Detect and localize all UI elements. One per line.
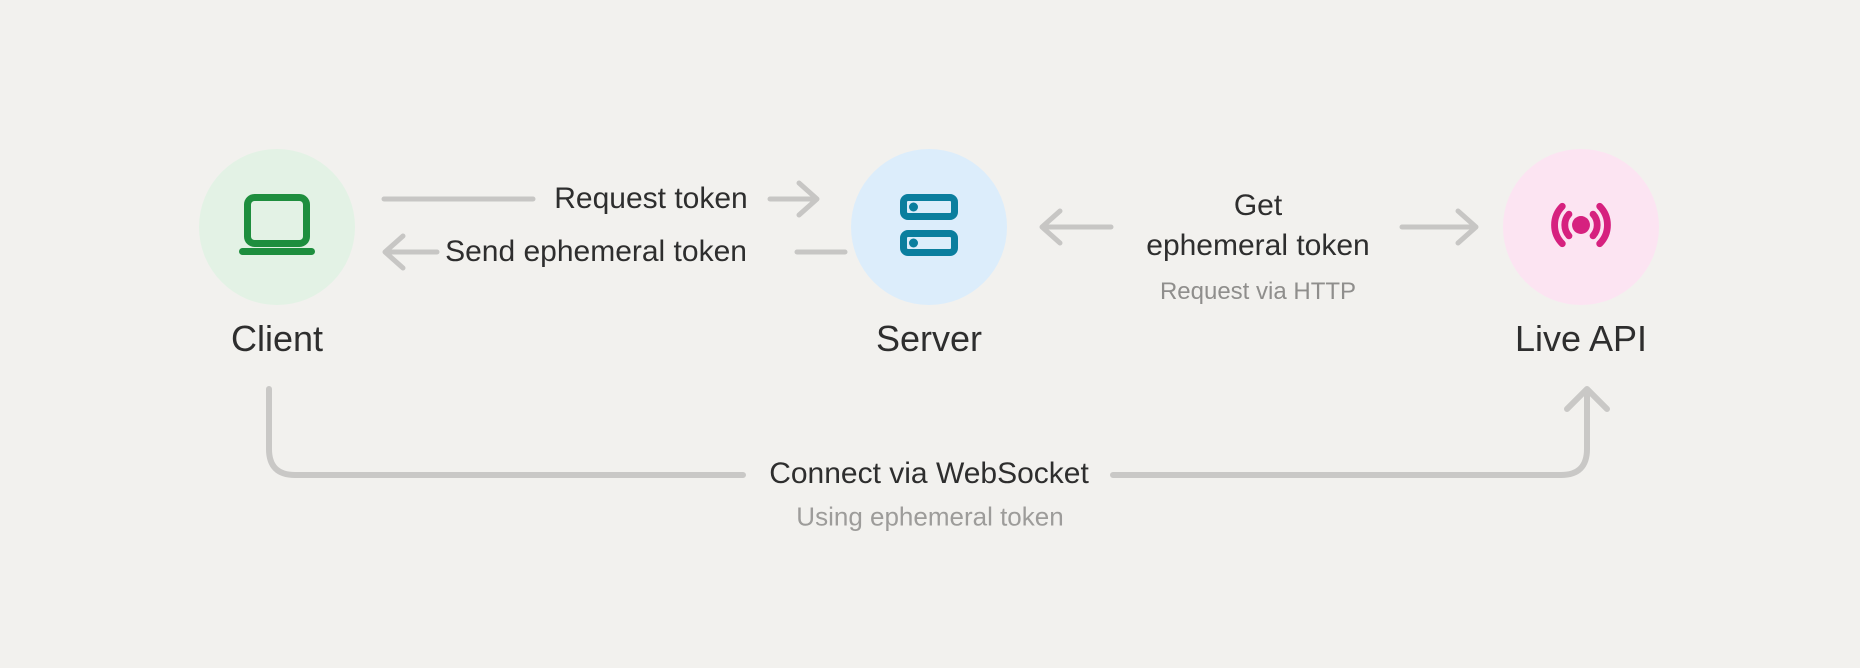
- client-node-label: Client: [230, 318, 324, 359]
- get-ephemeral-token-line2: ephemeral token: [1146, 229, 1370, 262]
- connect-websocket-edge-label: Connect via WebSocket: [769, 457, 1089, 490]
- send-ephemeral-token-edge-label: Send ephemeral token: [445, 235, 747, 268]
- websocket-connector: [266, 386, 1610, 478]
- using-ephemeral-token-sublabel: Using ephemeral token: [796, 501, 1064, 532]
- server-node-circle: [851, 149, 1007, 305]
- get-ephemeral-token-arrow-to-server: [1039, 208, 1114, 246]
- laptop-icon: [239, 193, 315, 261]
- get-ephemeral-token-line1: Get: [1233, 189, 1283, 222]
- broadcast-icon: [1540, 197, 1622, 258]
- client-node-circle: [199, 149, 355, 305]
- request-via-http-sublabel: Request via HTTP: [1159, 278, 1357, 305]
- request-token-edge-label: Request token: [554, 182, 748, 215]
- live-api-node-label: Live API: [1514, 318, 1648, 359]
- server-icon: [900, 193, 958, 261]
- websocket-arrowhead: [1564, 386, 1610, 412]
- request-token-arrow: [381, 180, 820, 218]
- get-ephemeral-token-arrow-to-live-api: [1399, 208, 1479, 246]
- get-ephemeral-token-edge-label: Get ephemeral token: [1146, 186, 1369, 266]
- server-node-label: Server: [875, 318, 983, 359]
- send-ephemeral-token-arrow: [382, 233, 848, 271]
- live-api-node-circle: [1503, 149, 1659, 305]
